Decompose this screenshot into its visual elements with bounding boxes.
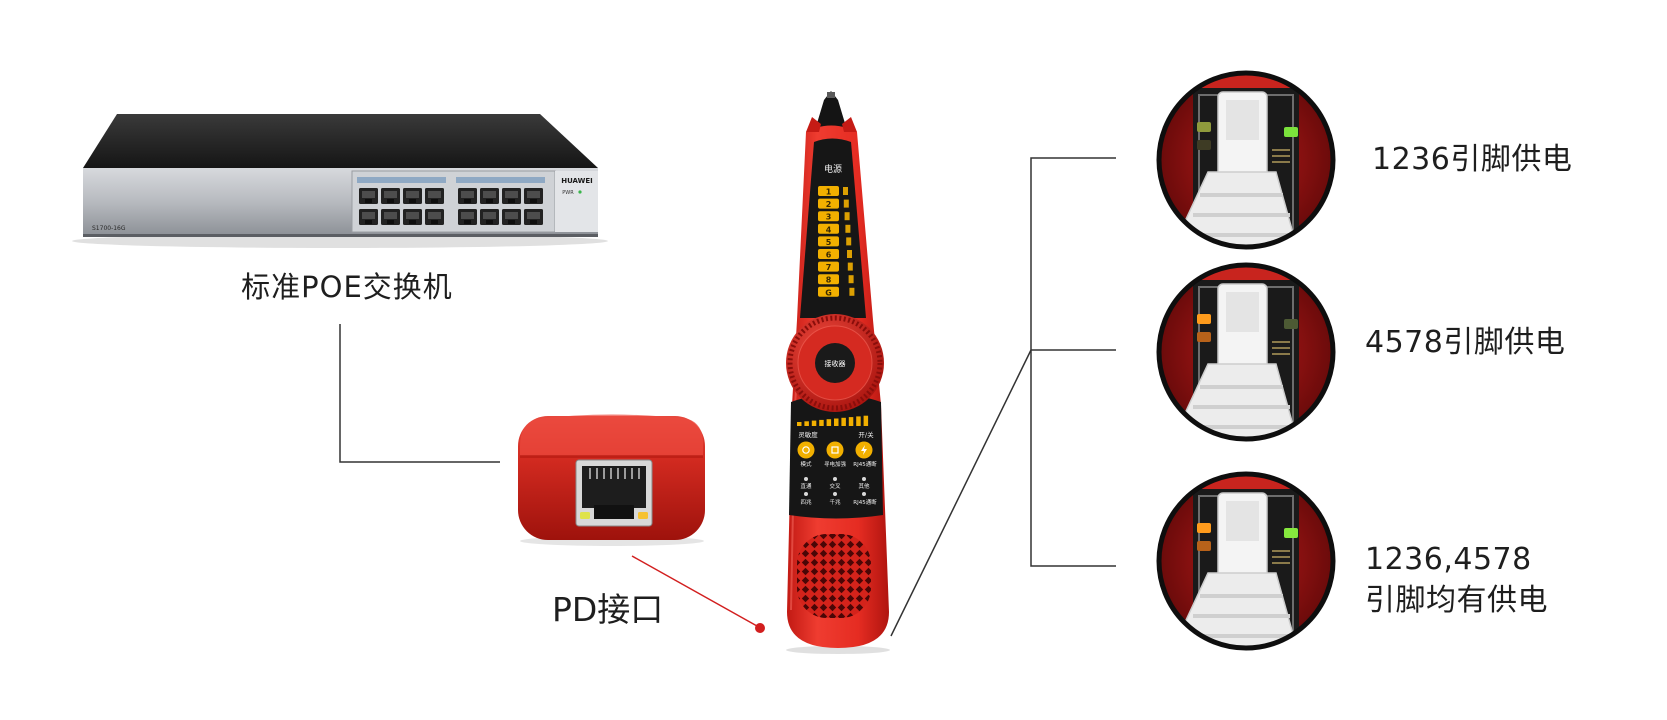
button-label: 寻电加强 — [824, 460, 847, 468]
pd-pointer-dot — [755, 623, 765, 633]
pd-pointer — [631, 555, 765, 633]
switch-top-face — [83, 114, 598, 168]
mode-label: 交叉 — [829, 482, 841, 490]
switch-pwr-led — [578, 190, 582, 194]
pd-led-left — [580, 512, 590, 519]
mode-button-icon — [802, 446, 810, 454]
result-circle-4578 — [1156, 262, 1336, 442]
mode-label: 直通 — [800, 482, 812, 490]
led-right — [1284, 319, 1298, 329]
switch-caption: 标准POE交换机 — [241, 270, 453, 304]
button-label: RJ45通断 — [853, 460, 877, 468]
pd-pointer-line — [631, 555, 758, 627]
led-right — [1284, 528, 1298, 538]
tester-tip — [815, 91, 847, 130]
mode-label: 四兆 — [800, 498, 812, 506]
boost-button-icon — [831, 446, 839, 454]
tester-power-label: 电源 — [824, 163, 842, 175]
led-left — [1197, 314, 1211, 324]
sensitivity-label: 灵敏度 — [798, 430, 818, 439]
mode-indicator-dots — [804, 477, 866, 496]
pd-device — [518, 414, 705, 546]
result-circle-both — [1156, 471, 1336, 651]
pd-led-right — [638, 512, 648, 519]
mode-label: 千兆 — [829, 498, 841, 506]
led-label: 8 — [826, 276, 832, 285]
tester-to-results-line — [890, 349, 1032, 637]
led-label: G — [825, 288, 832, 297]
result-caption-1236: 1236引脚供电 — [1372, 142, 1573, 177]
pd-rj45-port — [575, 459, 653, 527]
switch-model: S1700-16G — [92, 225, 126, 232]
receiver-dial: 接收器 — [786, 314, 884, 412]
led-left-secondary — [1197, 140, 1211, 150]
led-left — [1197, 122, 1211, 132]
button-label: 模式 — [800, 460, 812, 468]
led-label: 3 — [826, 213, 832, 222]
receiver-label: 接收器 — [825, 359, 846, 368]
poe-switch: HUAWEI PWR S1700-16G — [72, 114, 608, 248]
results-bracket — [1030, 157, 1116, 567]
led-label: 1 — [826, 188, 832, 197]
result-circle-1236 — [1156, 70, 1336, 250]
pd-caption: PD接口 — [552, 590, 664, 629]
led-label: 4 — [826, 225, 832, 234]
switch-brand: HUAWEI — [561, 177, 593, 185]
result-caption-both-line2: 引脚均有供电 — [1365, 583, 1548, 618]
mode-button — [797, 441, 815, 459]
result-caption-both-line1: 1236,4578 — [1365, 542, 1532, 577]
cable-tester: 电源 1 2 3 4 5 6 7 8 G — [786, 91, 890, 654]
switch-pwr-label: PWR — [562, 190, 574, 196]
rj45-button-icon — [861, 445, 867, 455]
result-caption-4578: 4578引脚供电 — [1365, 325, 1566, 360]
tester-led-stack: 1 2 3 4 5 6 7 8 G — [818, 186, 839, 297]
led-label: 5 — [826, 238, 832, 247]
mode-label: RJ45通断 — [853, 498, 877, 506]
switch-to-pd-line — [339, 324, 500, 463]
led-left-secondary — [1197, 332, 1211, 342]
mode-label: 其他 — [858, 482, 870, 490]
connector-lines — [339, 157, 1116, 637]
tester-led-bars — [843, 187, 855, 296]
led-label: 6 — [826, 251, 832, 260]
speaker-grille — [797, 534, 871, 618]
led-label: 2 — [826, 200, 832, 209]
sensitivity-bars — [797, 415, 869, 426]
led-left-secondary — [1197, 541, 1211, 551]
power-switch-label: 开/关 — [858, 430, 874, 439]
boost-button — [826, 441, 844, 459]
tester-buttons — [797, 441, 873, 459]
led-label: 7 — [826, 263, 832, 272]
led-right — [1284, 127, 1298, 137]
led-left — [1197, 523, 1211, 533]
